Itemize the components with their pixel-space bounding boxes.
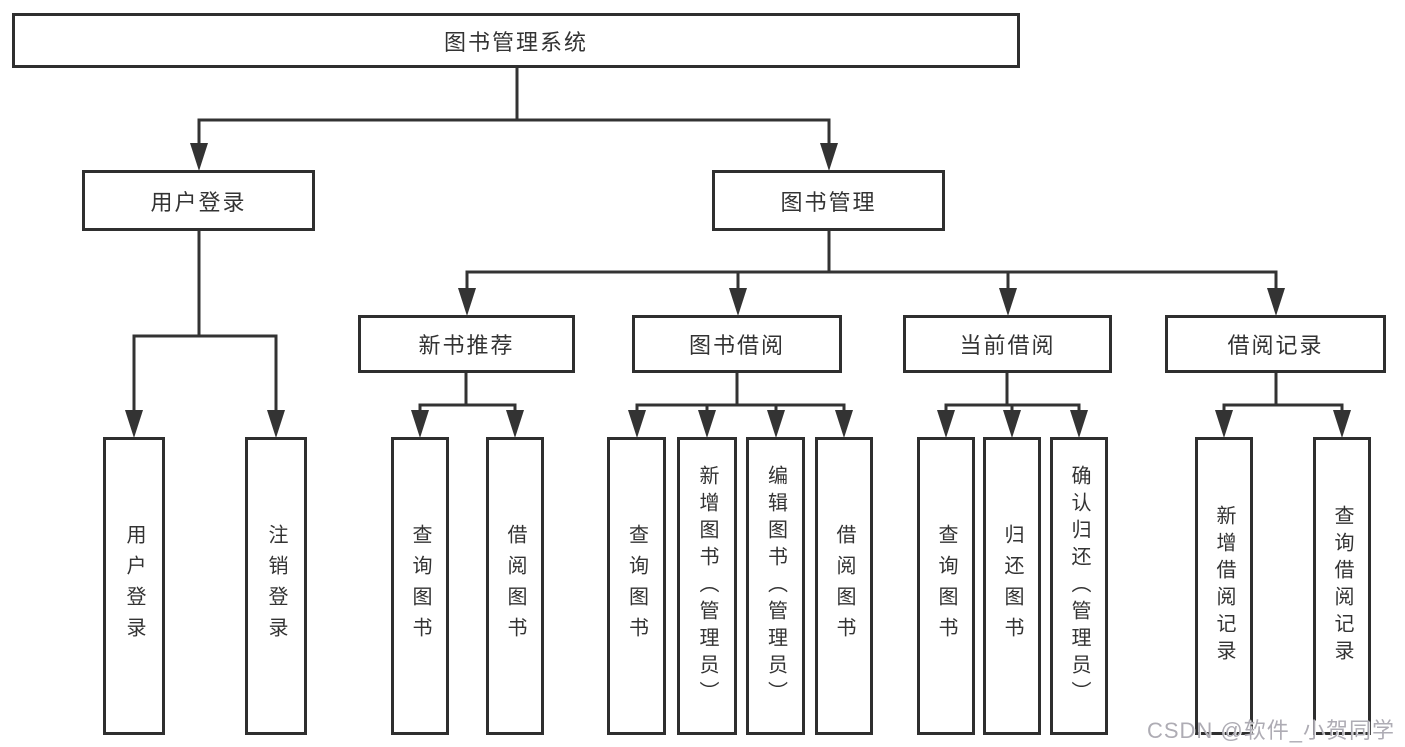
leaf-label: 查询借阅记录 [1331, 505, 1353, 667]
connector-borrowing-to-leaves [628, 373, 853, 438]
node-book-management-branch: 图书管理 [712, 170, 945, 231]
arrowhead [125, 410, 143, 438]
arrowhead [1333, 410, 1351, 438]
arrowhead [1215, 410, 1233, 438]
leaf-label: 用户登录 [123, 524, 145, 648]
node-label: 当前借阅 [959, 333, 1056, 358]
arrowhead [999, 288, 1017, 316]
leaf-query-books: 查询图书 [607, 437, 666, 735]
arrowhead [1070, 410, 1088, 438]
arrowhead [458, 288, 476, 316]
leaf-label: 编辑图书（管理员） [764, 464, 787, 708]
arrowhead [1267, 288, 1285, 316]
leaf-query-books: 查询图书 [391, 437, 449, 735]
leaf-confirm-return-admin: 确认归还（管理员） [1050, 437, 1108, 735]
leaf-label: 查询图书 [409, 524, 431, 648]
leaf-label: 归还图书 [1001, 524, 1023, 648]
node-label: 图书管理 [780, 189, 877, 215]
leaf-borrow-books: 借阅图书 [815, 437, 873, 735]
node-current-borrowing: 当前借阅 [903, 315, 1112, 373]
leaf-add-books-admin: 新增图书（管理员） [677, 437, 737, 735]
leaf-label: 查询图书 [625, 524, 648, 648]
arrowhead [698, 410, 716, 438]
node-label: 用户登录 [150, 189, 247, 215]
arrowhead [506, 410, 524, 438]
connector-mgmt-to-groups [458, 231, 1285, 316]
arrowhead [628, 410, 646, 438]
connector-login-to-leaves [125, 231, 285, 438]
leaf-label: 注销登录 [265, 524, 287, 648]
arrowhead [729, 288, 747, 316]
node-label: 图书管理系统 [443, 29, 588, 55]
leaf-label: 查询图书 [935, 524, 957, 648]
leaf-add-borrow-record: 新增借阅记录 [1195, 437, 1253, 735]
arrowhead [937, 410, 955, 438]
connector-root-to-branches [190, 68, 838, 171]
csdn-watermark: CSDN @软件_小贺同学 [1146, 718, 1395, 743]
leaf-label: 确认归还（管理员） [1068, 464, 1090, 708]
arrowhead [820, 143, 838, 171]
node-label: 借阅记录 [1227, 333, 1324, 358]
node-new-book-recommendation: 新书推荐 [358, 315, 575, 373]
leaf-label: 借阅图书 [504, 524, 526, 648]
node-label: 图书借阅 [688, 333, 785, 358]
arrowhead [1003, 410, 1021, 438]
arrowhead [835, 410, 853, 438]
leaf-query-books: 查询图书 [917, 437, 975, 735]
node-library-management-system: 图书管理系统 [12, 13, 1020, 68]
leaf-edit-books-admin: 编辑图书（管理员） [746, 437, 805, 735]
connector-recommend-to-leaves [411, 373, 524, 438]
leaf-label: 新增图书（管理员） [696, 464, 718, 708]
leaf-logout: 注销登录 [245, 437, 307, 735]
node-user-login-branch: 用户登录 [82, 170, 315, 231]
node-label: 新书推荐 [418, 333, 515, 358]
arrowhead [767, 410, 785, 438]
arrowhead [267, 410, 285, 438]
node-book-borrowing: 图书借阅 [632, 315, 842, 373]
connector-records-to-leaves [1215, 373, 1351, 438]
leaf-label: 借阅图书 [833, 524, 855, 648]
leaf-query-borrow-record: 查询借阅记录 [1313, 437, 1371, 735]
leaf-label: 新增借阅记录 [1213, 505, 1235, 667]
arrowhead [411, 410, 429, 438]
node-borrowing-records: 借阅记录 [1165, 315, 1386, 373]
leaf-return-books: 归还图书 [983, 437, 1041, 735]
leaf-user-login: 用户登录 [103, 437, 165, 735]
connector-current-to-leaves [937, 373, 1088, 438]
arrowhead [190, 143, 208, 171]
leaf-borrow-books: 借阅图书 [486, 437, 544, 735]
